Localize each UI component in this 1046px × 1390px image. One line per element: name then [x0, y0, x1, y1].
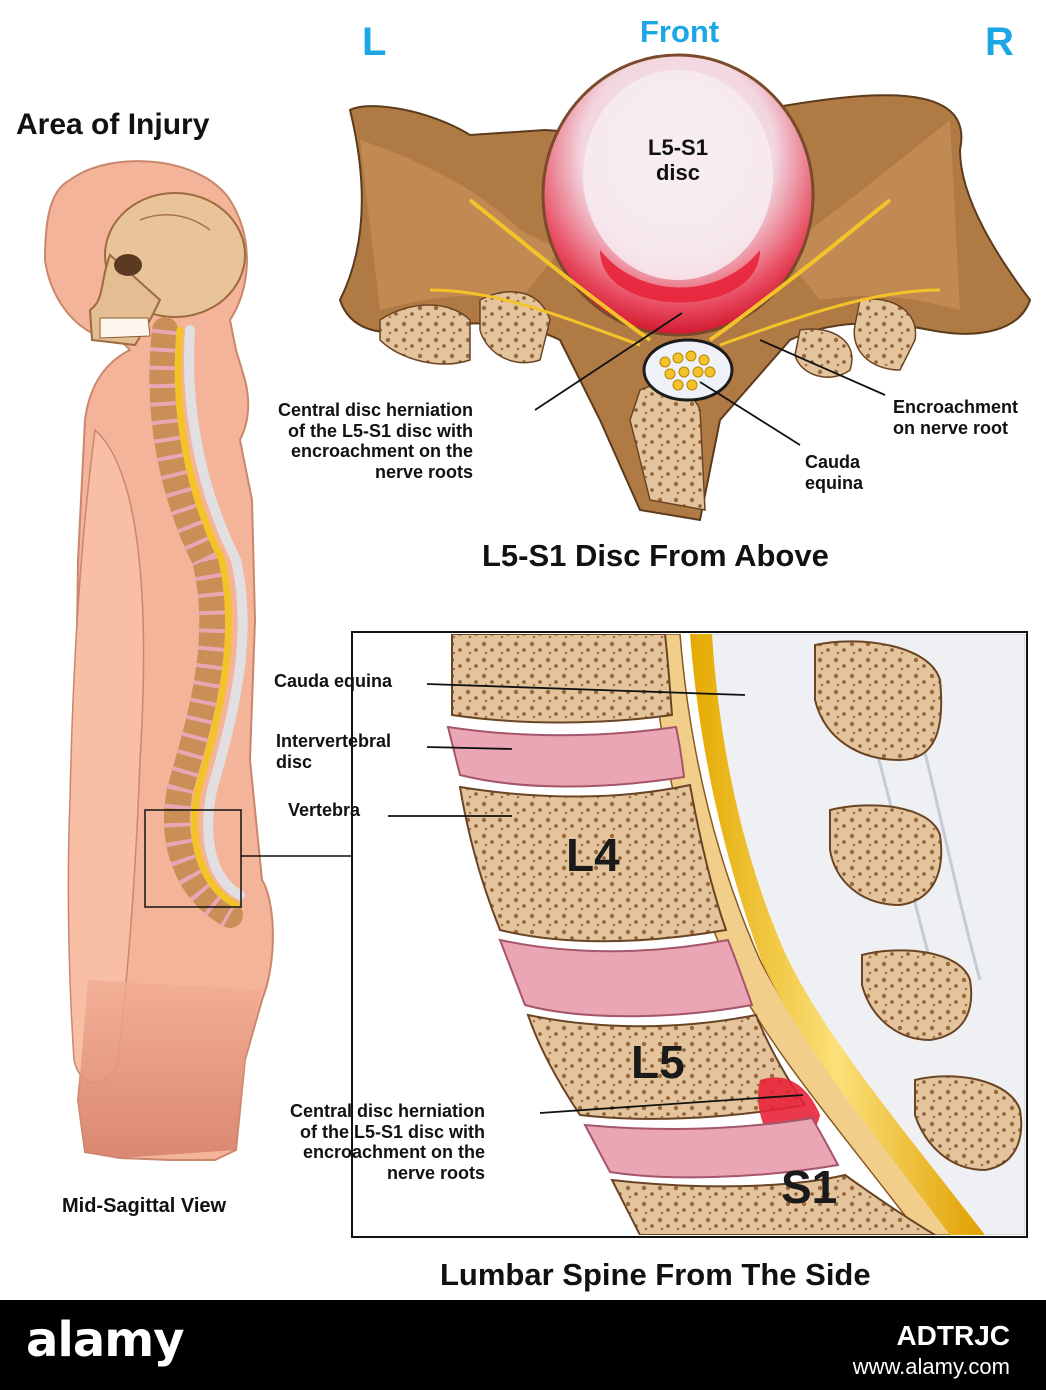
- disc-label: L5-S1 disc: [648, 135, 708, 186]
- vertebra-label: Vertebra: [288, 800, 361, 820]
- l4-vertebra-label: L4: [566, 829, 620, 881]
- s1-vertebra-label: S1: [781, 1161, 838, 1213]
- front-direction-marker: Front: [640, 14, 720, 49]
- left-direction-marker: L: [362, 20, 387, 64]
- cauda-equina-sac: [642, 338, 734, 402]
- top-pointer-lines: [534, 312, 886, 446]
- side-herniation-note: Central disc herniation of the L5-S1 dis…: [290, 1101, 486, 1184]
- bottom-pointer-lines: [388, 683, 804, 1114]
- intervertebral-disc-label: Intervertebral disc: [276, 731, 392, 772]
- top-herniation-note: Central disc herniation of the L5-S1 dis…: [278, 400, 474, 483]
- cauda-equina-top-note: Cauda equina: [805, 452, 864, 493]
- cauda-equina-side-label: Cauda equina: [274, 671, 393, 691]
- footer-url[interactable]: www.alamy.com: [852, 1354, 1010, 1379]
- leg-shading: [78, 980, 262, 1158]
- alamy-logo-text: alamy: [26, 1312, 185, 1368]
- nerve-roots: [429, 198, 941, 347]
- disc-from-above-title: L5-S1 Disc From Above: [482, 538, 829, 573]
- mid-sagittal-caption: Mid-Sagittal View: [62, 1195, 227, 1217]
- disc-cross-section: [541, 53, 815, 337]
- lumbar-inset-content: [446, 634, 1025, 1235]
- spine-column: [149, 317, 248, 928]
- right-direction-marker: R: [985, 20, 1014, 64]
- skull: [88, 192, 246, 347]
- image-code: ADTRJC: [896, 1320, 1010, 1351]
- area-of-injury-title: Area of Injury: [16, 108, 210, 141]
- lumbar-side-title: Lumbar Spine From The Side: [440, 1257, 871, 1292]
- l5-vertebra-label: L5: [631, 1036, 685, 1088]
- footer-bar: alamy ADTRJC www.alamy.com: [0, 1300, 1046, 1390]
- injury-area-box: [144, 809, 242, 908]
- encroachment-note: Encroachment on nerve root: [893, 397, 1019, 438]
